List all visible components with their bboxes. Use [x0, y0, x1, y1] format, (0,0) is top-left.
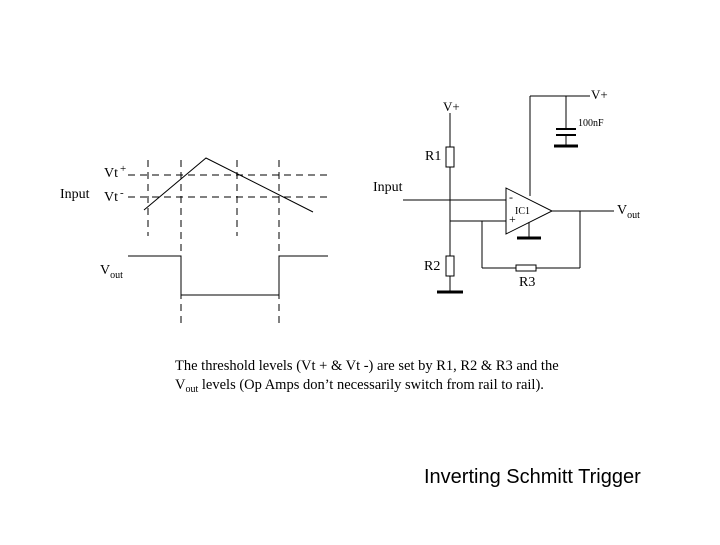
opamp-minus-label: - — [509, 190, 513, 204]
output-square-wave — [128, 255, 328, 296]
vplus-left-label: V+ — [443, 99, 460, 114]
vt-minus-label: Vt- — [104, 187, 124, 205]
waveform-input-label: Input — [60, 187, 90, 202]
circuit-vout-label: Vout — [617, 203, 640, 221]
caption-vout-sub: out — [185, 384, 199, 395]
vplus-right-label: V+ — [591, 87, 608, 102]
caption-line-1: The threshold levels (Vt + & Vt -) are s… — [175, 358, 559, 374]
vt-plus-label: Vt+ — [104, 163, 126, 181]
input-triangle-wave — [143, 157, 314, 213]
capacitor-label: 100nF — [578, 118, 604, 129]
r1-label: R1 — [425, 149, 441, 164]
circuit-vout-sub: out — [627, 210, 640, 221]
r1-resistor — [445, 146, 455, 168]
r3-resistor — [515, 264, 537, 272]
vt-plus-sup: + — [120, 163, 126, 175]
waveform-vout-label: Vout — [100, 263, 123, 281]
circuit-schematic — [403, 95, 614, 294]
circuit-input-label: Input — [373, 180, 403, 195]
caption-line-2: Vout levels (Op Amps don’t necessarily s… — [175, 376, 645, 399]
r3-label: R3 — [519, 275, 535, 290]
caption: The threshold levels (Vt + & Vt -) are s… — [175, 357, 645, 399]
waveform-diagram — [128, 157, 328, 325]
slide-title: Inverting Schmitt Trigger — [424, 466, 641, 488]
r2-label: R2 — [424, 259, 440, 274]
opamp-label: IC1 — [515, 206, 530, 217]
caption-line-2-rest: levels (Op Amps don’t necessarily switch… — [198, 377, 544, 393]
caption-vout-prefix: V — [175, 377, 186, 393]
opamp-plus-label: + — [509, 212, 516, 226]
waveform-vout-sub: out — [110, 270, 123, 281]
vt-minus-sup: - — [120, 187, 124, 199]
r2-resistor — [445, 255, 455, 277]
